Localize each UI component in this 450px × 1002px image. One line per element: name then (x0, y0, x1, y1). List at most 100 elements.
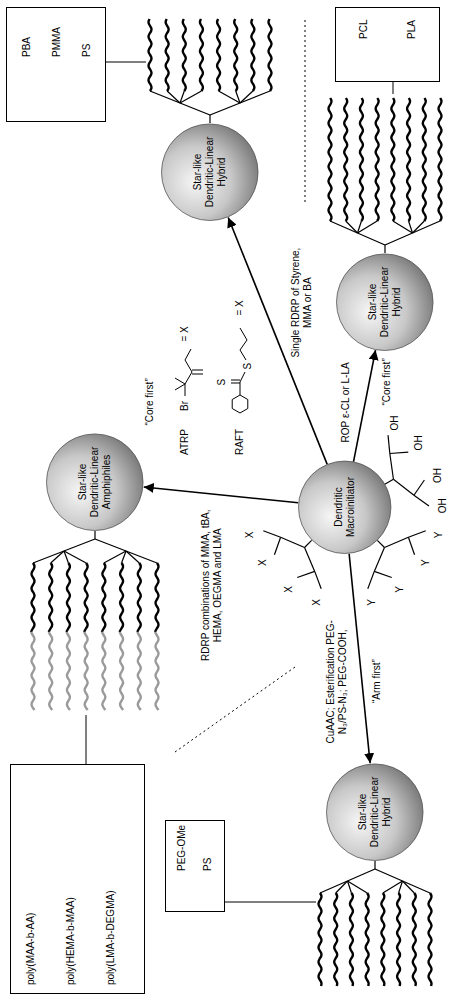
dendron-bond (409, 221, 413, 233)
label-slot: X (244, 531, 256, 538)
core-label-group: Star-like Dendritic-Linear Hybrid (357, 771, 393, 853)
annotation-text: Y (366, 599, 378, 606)
annotation-text: OH (437, 498, 449, 513)
annotation-text: = X (179, 326, 191, 341)
dendron-bond (413, 221, 441, 233)
annotation-text: Y (394, 586, 406, 593)
bond-line (231, 380, 240, 381)
label-slot: ATRP (179, 429, 191, 455)
annotation-text: OH (413, 435, 425, 450)
bond-line (175, 378, 185, 384)
label-slot: Y (433, 531, 445, 538)
core-label: Star-like Dendritic-Linear Amphiphiles (77, 441, 113, 523)
polymer-arm (334, 893, 337, 986)
dendron-bond (94, 531, 95, 539)
dendron-bond (180, 103, 210, 115)
label-slot: Br (179, 401, 191, 411)
polymer-arm (200, 19, 203, 91)
polymer-name: PBA (21, 37, 33, 57)
annotation-text: “Core first” (381, 358, 393, 405)
dendron-bond (64, 551, 86, 563)
label-slot: OH (432, 468, 444, 483)
polymer-name: PS (202, 858, 214, 871)
core-label-group: Dendritic Macroinitiator (333, 466, 357, 548)
polymer-arm (66, 563, 70, 632)
dendron-bond (315, 571, 322, 588)
dendron-bond (305, 540, 312, 547)
polymer-name-slot: poly(MAA-b-AA) (25, 913, 37, 985)
leader-line (225, 902, 316, 903)
dendron-bond (104, 551, 126, 563)
label-slot: RAFT (234, 429, 246, 455)
dendron-bond (320, 881, 348, 893)
dendron-bond (51, 551, 64, 563)
label-slot: OH (389, 416, 401, 431)
label-slot: Y (420, 559, 432, 566)
annotation-text: Y (433, 531, 445, 538)
annotation-text: Br (179, 401, 191, 411)
label-slot: “Core first” (381, 358, 393, 405)
polymer-arm (376, 98, 379, 221)
dendron-bond (414, 495, 429, 506)
dendron-bond (348, 869, 376, 881)
reaction-arrow (144, 487, 298, 503)
dendron-bond (210, 103, 240, 115)
polymer-arm-block (66, 632, 70, 710)
reaction-condition: RDRP combinations of MMA, tBA, HEMA, OEG… (200, 500, 224, 670)
structure-box: PEG-OMePS (165, 820, 225, 912)
polymer-arm (137, 563, 141, 632)
dendritic-core: Star-like Dendritic-Linear Hybrid (336, 253, 434, 351)
label-slot: OH (413, 435, 425, 450)
dendron-bond (384, 245, 385, 253)
core-label-group: Star-like Dendritic-Linear Hybrid (367, 261, 403, 343)
dendron-bond (297, 571, 314, 577)
label-slot: X (311, 599, 323, 606)
dendron-bond (64, 539, 95, 551)
dendritic-core: Star-like Dendritic-Linear Hybrid (326, 763, 424, 861)
dendron-bond (383, 881, 403, 893)
dendron-bond (403, 881, 431, 893)
dendron-bond (209, 115, 210, 123)
label-slot: Y (366, 599, 378, 606)
dendron-bond (348, 881, 368, 893)
polymer-name-slot: poly(HEMA-b-MAA) (65, 897, 77, 985)
arrow-label-slot: Single RDRP of Styrene, MMA or BA (290, 248, 314, 358)
dendron-bond (346, 221, 358, 233)
dendron-bond (390, 452, 408, 453)
dendron-bond (385, 233, 413, 245)
polymer-arm (344, 98, 347, 221)
polymer-arm (428, 893, 431, 986)
dendritic-core: Star-like Dendritic-Linear Hybrid (161, 123, 259, 221)
reaction-condition: Single RDRP of Styrene, MMA or BA (290, 248, 314, 358)
dendron-bond (390, 453, 394, 479)
dendron-bond (336, 881, 348, 893)
dendron-bond (240, 91, 253, 103)
structure-box: PBAPMMAPS (6, 7, 106, 122)
polymer-arm (391, 98, 394, 221)
polymer-name-slot: PS (202, 858, 214, 871)
structure-box: poly(MAA-b-AA)poly(HEMA-b-MAA)poly(LMA-b… (10, 764, 145, 994)
polymer-arm-block (120, 632, 124, 710)
bond-line (192, 370, 203, 371)
annotation-text: RAFT (234, 429, 246, 455)
dotted-separator (175, 667, 295, 752)
bond-line (175, 384, 185, 390)
polymer-name-slot: PBA (21, 37, 33, 57)
reaction-condition: CuAAC; Esterification PEG-N₃/PS-N₃; PEG-… (325, 607, 349, 757)
polymer-arm (397, 893, 400, 986)
annotation-text: X (244, 531, 256, 538)
annotation-text: OH (389, 416, 401, 431)
bond-line (192, 374, 203, 375)
dendron-bond (33, 551, 64, 563)
annotation-text: = X (234, 300, 246, 315)
dendron-bond (167, 91, 180, 103)
dendron-bond (408, 537, 414, 554)
dendron-bond (393, 479, 413, 495)
polymer-arm (366, 893, 369, 986)
polymer-name: PMMA (51, 27, 63, 57)
dendron-bond (399, 881, 403, 893)
label-slot: = X (179, 326, 191, 341)
dendritic-core: Star-like Dendritic-Linear Amphiphiles (46, 433, 144, 531)
annotation-text: “Arm first” (371, 659, 383, 703)
